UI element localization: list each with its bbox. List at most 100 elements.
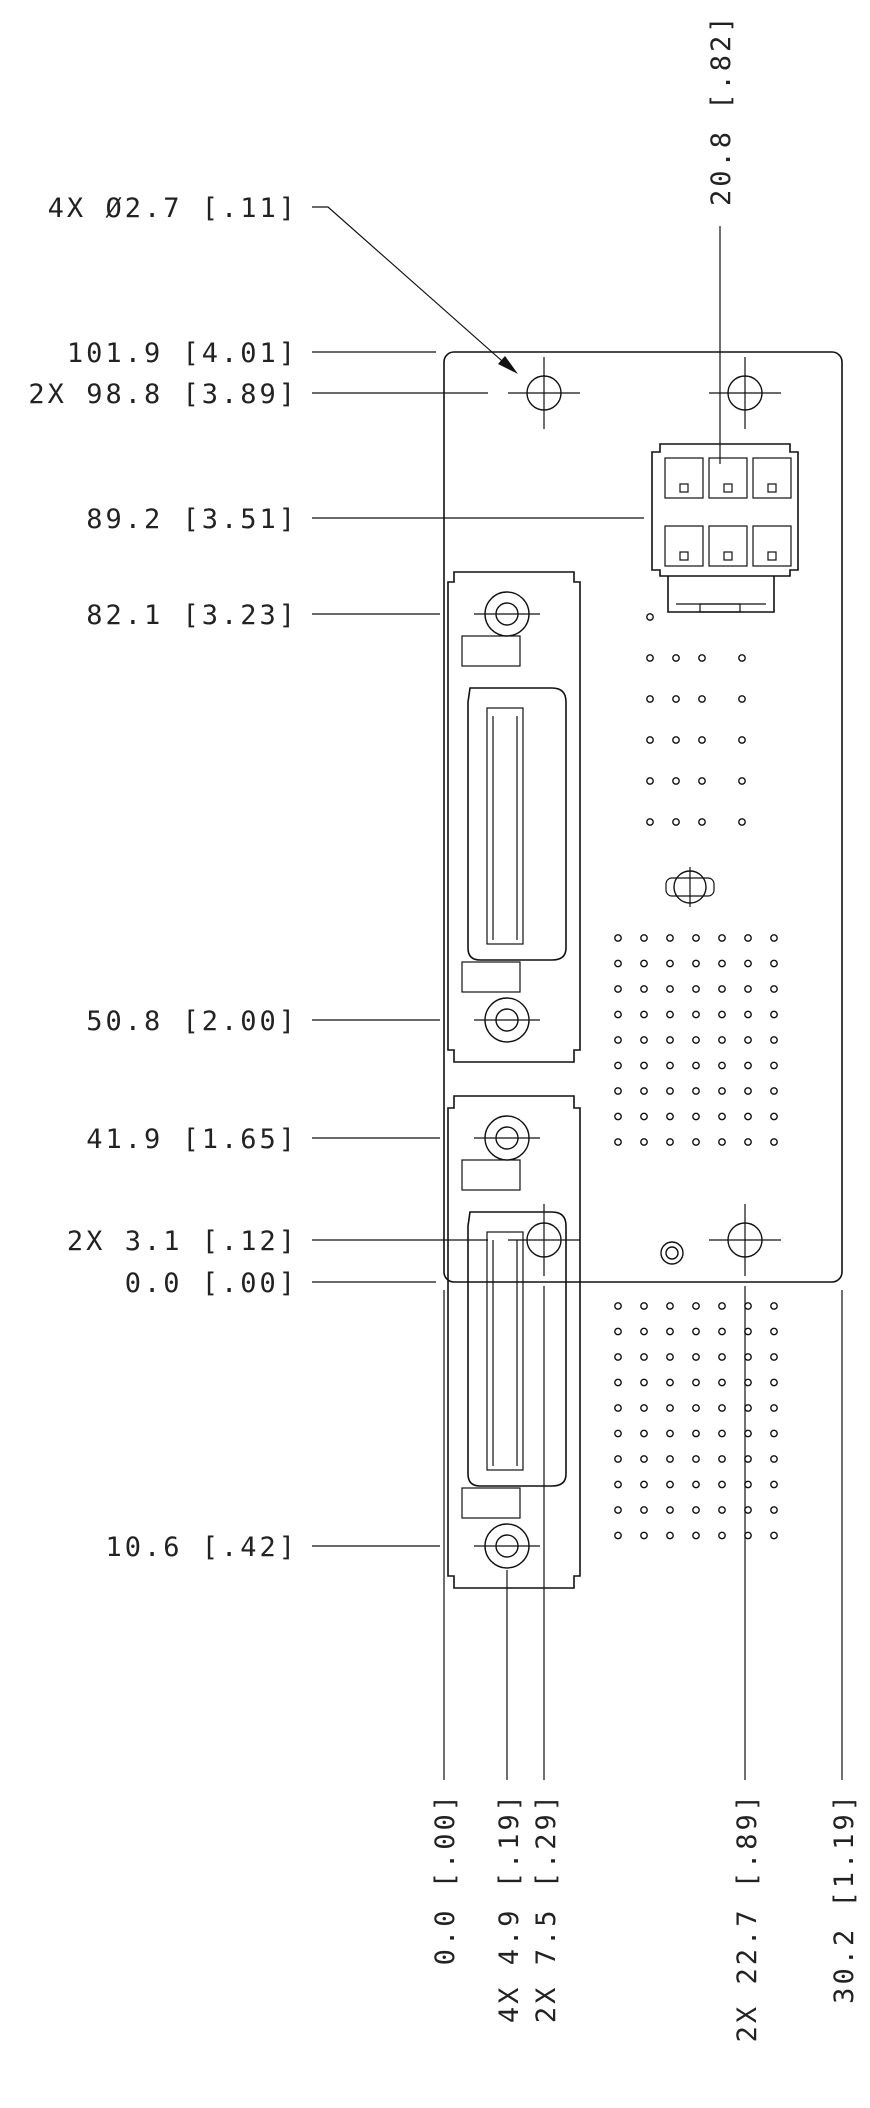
vent-hole xyxy=(770,1455,778,1463)
vent-hole xyxy=(718,1087,726,1095)
vent-hole xyxy=(692,1531,700,1540)
vent-hole xyxy=(692,1353,700,1361)
vent-hole xyxy=(640,1506,648,1514)
vent-hole xyxy=(666,1010,674,1019)
vent-hole xyxy=(640,1327,648,1336)
vent-hole xyxy=(646,695,654,703)
vent-hole xyxy=(614,1506,622,1514)
dimension-leaders-left xyxy=(312,206,644,1547)
vent-holes-middle xyxy=(614,934,778,1146)
vent-hole xyxy=(640,934,648,942)
vent-hole xyxy=(744,1036,752,1044)
vent-hole xyxy=(718,1480,726,1489)
dimension-leaders-vertical xyxy=(443,226,843,1780)
vent-hole xyxy=(744,934,752,942)
vent-hole xyxy=(744,959,752,968)
vent-hole xyxy=(640,1302,648,1310)
vent-hole xyxy=(666,1302,674,1310)
vent-hole xyxy=(770,1010,778,1019)
vent-hole xyxy=(640,1531,648,1540)
vent-hole xyxy=(718,1010,726,1019)
vent-hole xyxy=(770,959,778,968)
vent-hole xyxy=(744,1531,752,1540)
vent-hole xyxy=(770,934,778,942)
vent-hole xyxy=(692,1327,700,1336)
jack-screw-upper-bottom xyxy=(474,997,540,1043)
vent-hole xyxy=(698,777,706,785)
vent-hole xyxy=(744,1087,752,1095)
vent-hole xyxy=(744,1378,752,1387)
vent-hole xyxy=(770,1378,778,1387)
vent-hole xyxy=(614,1138,622,1146)
vent-hole xyxy=(614,1480,622,1489)
power-connector xyxy=(651,443,799,613)
dim-lower-jack-bottom: 10.6 [.42] xyxy=(105,1532,298,1563)
vent-hole xyxy=(718,1378,726,1387)
vent-hole xyxy=(672,777,680,785)
vent-hole xyxy=(640,1010,648,1019)
upper-connector xyxy=(447,571,581,1063)
vent-hole xyxy=(770,1327,778,1336)
vent-hole xyxy=(666,1480,674,1489)
vent-hole xyxy=(672,654,680,662)
vent-hole xyxy=(770,1404,778,1412)
vent-hole xyxy=(692,1112,700,1121)
vent-hole xyxy=(718,1404,726,1412)
vent-hole xyxy=(640,1036,648,1044)
vent-hole xyxy=(614,985,622,993)
vent-hole xyxy=(744,1353,752,1361)
vent-hole xyxy=(640,1087,648,1095)
vent-hole xyxy=(718,1061,726,1070)
dim-hole-diameter: 4X Ø2.7 [.11] xyxy=(48,193,298,224)
vent-hole xyxy=(738,818,746,826)
dim-bottom-holes: 2X 3.1 [.12] xyxy=(67,1226,298,1257)
vent-hole xyxy=(640,985,648,993)
vent-hole xyxy=(614,1404,622,1412)
dim-upper-jack-bottom: 50.8 [2.00] xyxy=(86,1006,298,1037)
vent-hole xyxy=(692,1010,700,1019)
dim-left-edge: 0.0 [.00] xyxy=(430,1792,461,1965)
vent-hole xyxy=(666,985,674,993)
vent-hole xyxy=(692,1404,700,1412)
vent-hole xyxy=(744,1429,752,1438)
vent-hole xyxy=(666,1138,674,1146)
vent-hole xyxy=(640,1378,648,1387)
vent-hole xyxy=(770,985,778,993)
vent-hole xyxy=(640,959,648,968)
vent-hole xyxy=(718,1112,726,1121)
vent-hole xyxy=(744,1112,752,1121)
vent-hole xyxy=(692,1506,700,1514)
dim-left-holes: 2X 7.5 [.29] xyxy=(531,1792,562,2023)
dim-power-connector: 89.2 [3.51] xyxy=(86,504,298,535)
vent-hole xyxy=(718,1506,726,1514)
lower-connector xyxy=(447,1095,581,1589)
dim-top-edge: 101.9 [4.01] xyxy=(67,338,298,369)
vent-hole xyxy=(614,1112,622,1121)
vent-hole xyxy=(666,1327,674,1336)
vent-hole xyxy=(698,695,706,703)
vent-hole xyxy=(614,934,622,942)
vent-hole xyxy=(744,1404,752,1412)
vent-hole xyxy=(744,1327,752,1336)
vent-hole xyxy=(666,1506,674,1514)
vent-hole xyxy=(698,818,706,826)
vent-hole xyxy=(692,959,700,968)
vent-hole xyxy=(614,1061,622,1070)
vent-hole xyxy=(718,959,726,968)
mounting-hole-top-left xyxy=(508,357,580,429)
vent-hole xyxy=(744,1138,752,1146)
vent-hole xyxy=(614,1531,622,1540)
panel-outline xyxy=(443,351,843,1283)
vent-hole xyxy=(718,1429,726,1438)
vent-hole xyxy=(666,1531,674,1540)
vent-hole xyxy=(692,1036,700,1044)
vent-hole xyxy=(744,985,752,993)
vent-hole xyxy=(614,1327,622,1336)
vent-hole xyxy=(672,695,680,703)
vent-hole xyxy=(692,985,700,993)
dim-right-edge: 30.2 [1.19] xyxy=(829,1792,860,2004)
vent-hole xyxy=(646,736,654,744)
vent-hole xyxy=(738,695,746,703)
vent-hole xyxy=(698,736,706,744)
vent-hole xyxy=(614,1010,622,1019)
